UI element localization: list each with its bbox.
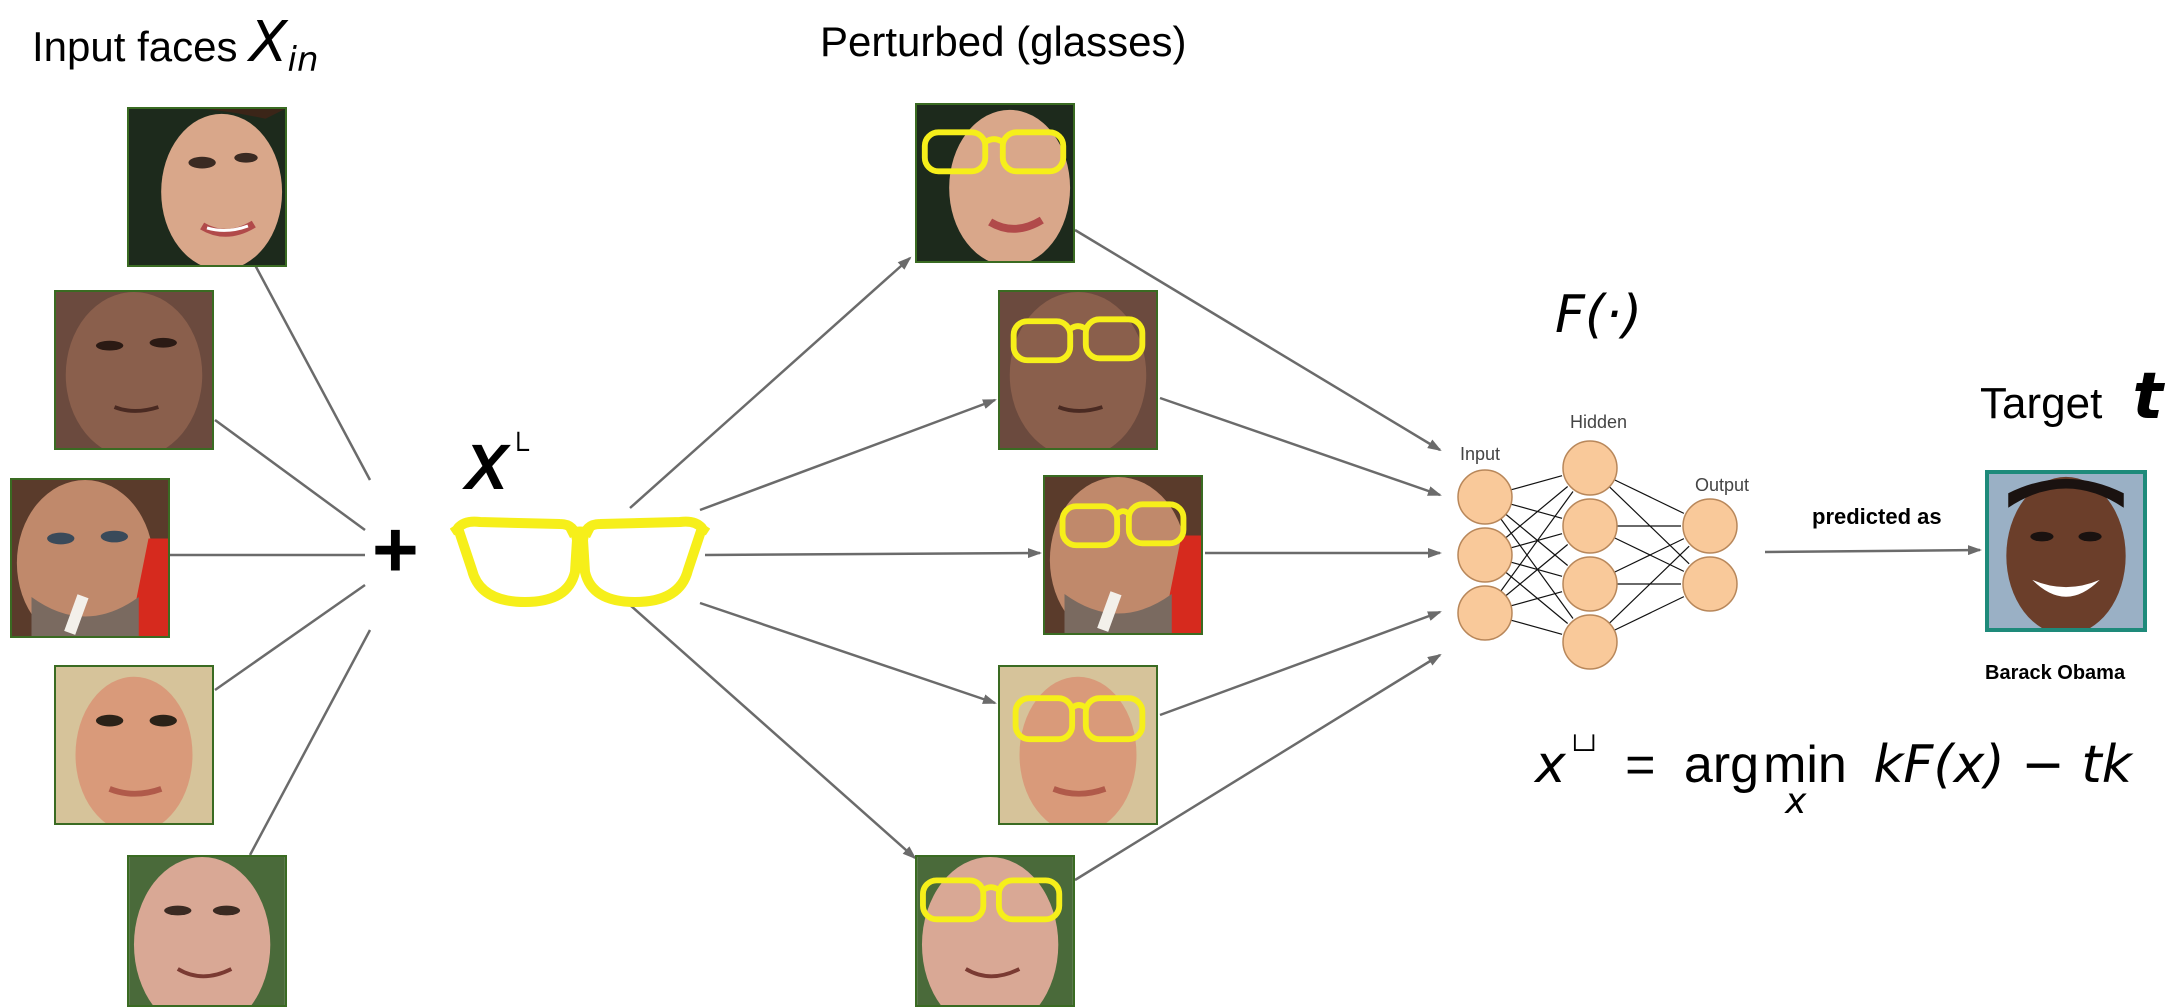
network-edge-1-0-0 bbox=[1614, 479, 1685, 514]
perturbed-face-4 bbox=[998, 665, 1158, 825]
network-node-hidden-0 bbox=[1562, 440, 1618, 496]
arrow-to-perturbed-3 bbox=[704, 548, 1042, 559]
line-input-4 bbox=[214, 583, 366, 692]
network-node-input-1 bbox=[1457, 527, 1513, 583]
input-faces-title: Input faces Xin bbox=[32, 10, 319, 80]
network-node-hidden-2 bbox=[1562, 556, 1618, 612]
network-edge-0-2-1 bbox=[1505, 544, 1569, 597]
network-node-output-0 bbox=[1682, 498, 1738, 554]
network-edge-0-0-0 bbox=[1510, 475, 1563, 491]
perturbed-face-2 bbox=[998, 290, 1158, 450]
input-subscript: in bbox=[287, 40, 319, 80]
neural-network bbox=[1457, 440, 1738, 670]
target-face bbox=[1985, 470, 2147, 632]
network-layer-label-hidden: Hidden bbox=[1570, 412, 1628, 432]
arrow-to-perturbed-2 bbox=[699, 398, 997, 512]
face-photo-blonde-woman-glasses-icon bbox=[1000, 667, 1156, 823]
input-face-5 bbox=[127, 855, 287, 1007]
network-node-hidden-3 bbox=[1562, 614, 1618, 670]
formula-lhs-superscript: └┘ bbox=[1565, 734, 1603, 764]
arrow-to-network-4 bbox=[1159, 610, 1442, 717]
target-symbol: t bbox=[2132, 360, 2164, 434]
network-edge-1-0-1 bbox=[1608, 486, 1690, 565]
input-face-2 bbox=[54, 290, 214, 450]
input-symbol: X bbox=[249, 10, 288, 75]
perturbation-symbol: X└ bbox=[465, 430, 529, 504]
network-edge-0-0-3 bbox=[1500, 518, 1574, 619]
target-label: Target bbox=[1980, 379, 2103, 428]
target-name-caption: Barack Obama bbox=[1985, 662, 2126, 684]
predicted-as-label: predicted as bbox=[1812, 504, 1942, 529]
glasses-perturbation bbox=[450, 516, 710, 607]
network-layer-label-input: Input bbox=[1460, 444, 1501, 464]
network-layer-label-output: Output bbox=[1695, 475, 1750, 495]
network-edge-0-1-0 bbox=[1505, 486, 1569, 539]
arrow-to-perturbed-5 bbox=[629, 604, 917, 860]
input-face-4 bbox=[54, 665, 214, 825]
network-edge-1-3-0 bbox=[1608, 545, 1690, 624]
arrow-to-perturbed-4 bbox=[699, 601, 997, 705]
formula-lhs: x bbox=[1535, 735, 1566, 795]
face-photo-woman-icon bbox=[129, 109, 285, 265]
input-face-1 bbox=[127, 107, 287, 267]
arrow-to-network-5 bbox=[1074, 653, 1442, 882]
formula-min: min bbox=[1763, 736, 1847, 794]
face-photo-man-glasses-icon bbox=[1000, 292, 1156, 448]
perturbed-title: Perturbed (glasses) bbox=[820, 18, 1187, 65]
perturbation-x: X bbox=[465, 431, 508, 503]
network-edge-0-0-2 bbox=[1505, 513, 1569, 566]
face-photo-man-beard-glasses-icon bbox=[1045, 477, 1201, 633]
network-edge-1-1-1 bbox=[1614, 537, 1685, 572]
arrow-to-network-1 bbox=[1074, 228, 1442, 452]
face-photo-man-smile-icon bbox=[129, 857, 285, 1005]
face-photo-man-smile-glasses-icon bbox=[917, 857, 1073, 1005]
perturbed-face-1 bbox=[915, 103, 1075, 263]
arrow-to-network-2 bbox=[1159, 396, 1442, 497]
target-title: Target t bbox=[1980, 360, 2163, 434]
network-function-label: F(·) bbox=[1555, 285, 1643, 345]
network-edge-0-0-1 bbox=[1510, 503, 1563, 519]
network-node-input-2 bbox=[1457, 585, 1513, 641]
formula-arg: arg bbox=[1683, 736, 1760, 794]
network-edge-0-2-3 bbox=[1510, 619, 1563, 635]
network-edge-0-2-2 bbox=[1510, 591, 1563, 607]
perturbed-face-5 bbox=[915, 855, 1075, 1007]
line-input-2 bbox=[214, 418, 366, 532]
network-edge-0-1-3 bbox=[1505, 571, 1569, 624]
formula-body: kF(x) − tk bbox=[1873, 735, 2132, 795]
perturbed-face-3 bbox=[1043, 475, 1203, 635]
network-edge-0-1-2 bbox=[1510, 561, 1563, 577]
plus-sign: + bbox=[372, 505, 419, 594]
network-edge-0-2-0 bbox=[1500, 491, 1574, 592]
face-photo-target-icon bbox=[1989, 474, 2143, 628]
network-node-hidden-1 bbox=[1562, 498, 1618, 554]
input-face-3 bbox=[10, 478, 170, 638]
network-edge-1-2-0 bbox=[1614, 538, 1685, 573]
face-photo-man-beard-icon bbox=[12, 480, 168, 636]
network-node-output-1 bbox=[1682, 556, 1738, 612]
network-node-input-0 bbox=[1457, 469, 1513, 525]
formula-equals: = bbox=[1625, 736, 1656, 794]
face-photo-man-icon bbox=[56, 292, 212, 448]
face-photo-blonde-woman-icon bbox=[56, 667, 212, 823]
network-edge-1-3-1 bbox=[1614, 596, 1685, 631]
arrow-to-perturbed-1 bbox=[629, 256, 912, 509]
input-faces-label: Input faces bbox=[32, 23, 238, 70]
arrow-to-target bbox=[1764, 545, 1982, 556]
line-input-5 bbox=[248, 629, 372, 856]
formula-min-subscript: x bbox=[1785, 781, 1807, 822]
line-input-1 bbox=[253, 264, 372, 481]
network-edge-0-1-1 bbox=[1510, 533, 1563, 549]
face-photo-woman-glasses-icon bbox=[917, 105, 1073, 261]
perturbation-superscript: └ bbox=[507, 433, 529, 466]
